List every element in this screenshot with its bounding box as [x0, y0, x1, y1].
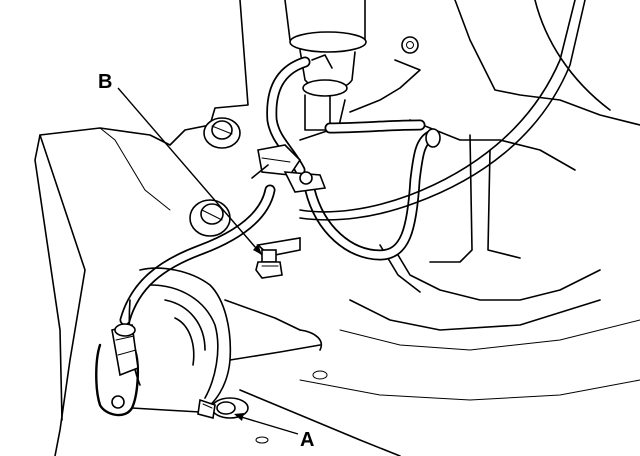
callout-a-arrowhead	[234, 413, 244, 421]
cv-joint-boot	[128, 267, 322, 413]
wheel-sensor-bracket	[95, 323, 201, 417]
body-panels	[34, 0, 640, 456]
sensor-hose-long	[299, 0, 586, 221]
callout-a-leader	[237, 415, 299, 435]
callout-a-label: A	[300, 429, 314, 451]
sensor-lead-pipe	[119, 184, 276, 326]
callout-a: A	[234, 413, 314, 451]
callout-b-leader	[117, 87, 263, 256]
hose-clamp-bracket	[251, 144, 327, 193]
bolt-b	[255, 237, 301, 279]
brake-booster-unit	[284, 0, 367, 131]
mount-bolt-upper-left	[203, 117, 241, 149]
mounting-holes	[255, 370, 328, 444]
callout-b-arrowhead	[253, 244, 262, 255]
upper-mount-bolt	[401, 36, 419, 54]
callout-b: B	[98, 71, 263, 256]
callout-b-label: B	[98, 71, 112, 93]
mount-bolt-lower-left	[189, 199, 231, 237]
bolt-a	[197, 397, 249, 420]
